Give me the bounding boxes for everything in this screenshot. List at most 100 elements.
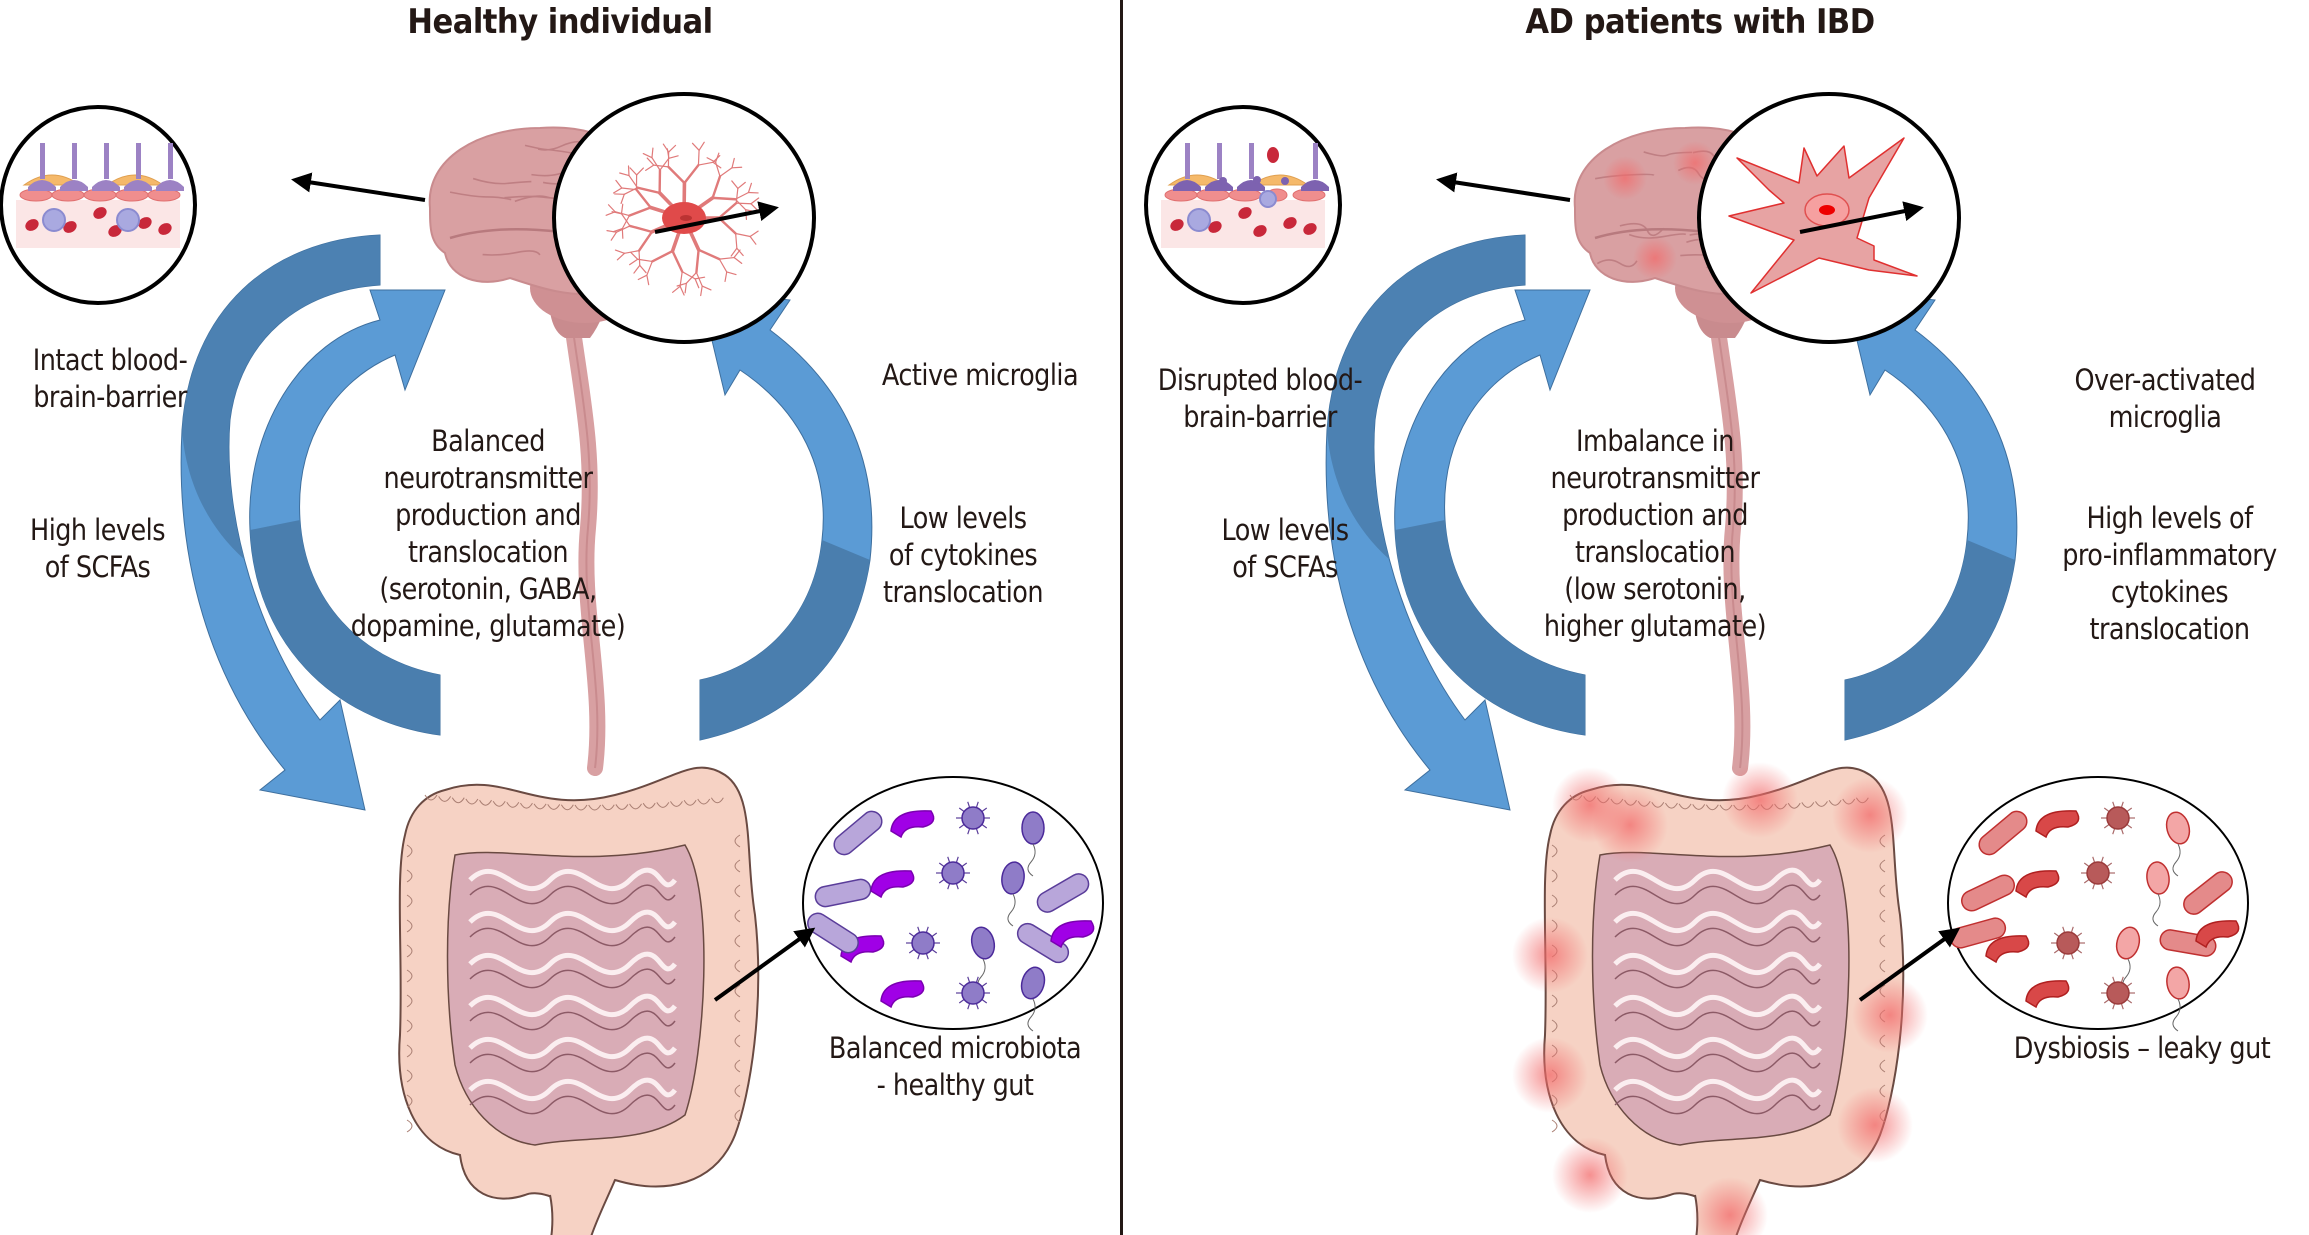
microglia-process: [691, 142, 700, 151]
label-neurotransmitter-healthy: Balanced neurotransmitter production and…: [350, 424, 626, 643]
oval-bacterium: [1001, 861, 1025, 895]
microglia-process: [636, 186, 661, 195]
intestinal-loop: [1614, 926, 1821, 947]
microglia-process: [642, 152, 653, 159]
haustra: [438, 796, 452, 802]
haustra: [710, 797, 724, 804]
rod-bacterium: [1036, 873, 1090, 913]
coccus-bacterium: [961, 981, 985, 1005]
haustra: [406, 1094, 413, 1108]
haustra: [406, 1044, 413, 1058]
microglia-process: [623, 250, 640, 254]
oval-bacterium: [2146, 861, 2170, 895]
microglia-process: [733, 249, 741, 259]
haustra: [1551, 1119, 1558, 1133]
haustra: [734, 1084, 741, 1098]
haustra: [734, 859, 741, 873]
flagellum: [1007, 893, 1016, 927]
rod-bacterium: [833, 810, 883, 856]
intestinal-loop: [1614, 1094, 1821, 1115]
rod-bacterium: [1960, 874, 2016, 912]
microglia-process: [694, 276, 706, 280]
coccus-bacterium: [911, 931, 935, 955]
red-blood-cell: [1238, 207, 1252, 219]
coccus-bacterium: [941, 861, 965, 885]
inflammation-spot: [1512, 1037, 1588, 1113]
red-blood-cell: [1253, 225, 1267, 237]
white-blood-cell: [116, 208, 140, 232]
astrocyte-endfoot: [124, 180, 152, 191]
microglia-process: [734, 191, 750, 200]
microglia-process: [685, 271, 698, 284]
red-blood-cell: [63, 221, 77, 233]
brain-gyrus: [1596, 259, 1638, 268]
oval-bacterium: [2115, 926, 2141, 960]
microglia-process: [749, 230, 759, 238]
haustra: [479, 799, 492, 806]
brain-gyrus: [1628, 233, 1687, 239]
astrocyte-endfoot: [60, 180, 88, 191]
astrocyte-process: [136, 143, 141, 179]
microglia-process: [718, 258, 728, 273]
inflamed-intestine-icon: [1512, 762, 1928, 1235]
microglia-process: [701, 285, 712, 291]
haustra: [492, 801, 506, 807]
microglia-process: [697, 161, 714, 166]
microglia-process: [735, 232, 751, 238]
microglia-process: [639, 264, 647, 274]
inflammation-spot: [1603, 156, 1647, 200]
vibrio-bacterium: [880, 980, 925, 1009]
arrow-neurotransmitter-shade: [1395, 520, 1585, 735]
coccus-bacterium: [2056, 931, 2080, 955]
intestinal-loop-highlight: [468, 909, 677, 934]
intestinal-loop: [1614, 1052, 1821, 1073]
red-blood-cell: [108, 225, 122, 237]
vibrio-bacterium: [2025, 980, 2070, 1009]
microglia-process: [628, 206, 652, 217]
microglia-process: [620, 193, 625, 204]
microglia-process: [619, 172, 630, 177]
microglia-process: [615, 179, 623, 189]
haustra: [533, 803, 547, 810]
microglia-process: [629, 167, 638, 176]
small-intestine: [1591, 844, 1850, 1146]
haustra: [406, 1069, 413, 1083]
label-scfa-healthy: High levels of SCFAs: [30, 513, 165, 584]
astrocyte-process: [1185, 143, 1190, 179]
coccus-bacterium: [2106, 806, 2130, 830]
haustra: [1879, 934, 1886, 948]
microglia-process: [734, 198, 747, 211]
microglia-nucleus: [1819, 205, 1835, 215]
intestine-icon: [398, 766, 760, 1235]
microglia-process: [614, 249, 626, 254]
haustra: [1678, 803, 1692, 810]
haustra: [1879, 1059, 1886, 1073]
haustra: [734, 1109, 741, 1123]
haustra: [642, 802, 656, 809]
microglia-process: [662, 143, 670, 153]
microglia-process: [612, 228, 623, 233]
intestinal-loop-highlight: [1613, 951, 1822, 976]
pointer-arrow-brain-to-bbb: [1436, 172, 1571, 202]
inflammation-spot: [1552, 1137, 1628, 1213]
pointer-arrow-gut-to-microbiota: [1858, 927, 1961, 1002]
microglia-process: [628, 174, 639, 189]
haustra: [1879, 909, 1886, 923]
coccus-bacterium: [2086, 861, 2110, 885]
inflammation-spot: [1722, 762, 1798, 838]
microglia-process: [620, 203, 624, 215]
microglia-process: [698, 141, 705, 151]
microglia-process: [629, 258, 639, 266]
panel-title-ad-ibd: AD patients with IBD: [1525, 2, 1875, 42]
brain-gyrus: [482, 250, 541, 256]
microglia-process: [750, 197, 760, 205]
label-microglia-ad-ibd: Over-activated microglia: [2074, 363, 2256, 434]
microglia-process: [646, 274, 650, 286]
vibrio-bacterium: [2015, 870, 2060, 899]
intestinal-loop-highlight: [1613, 909, 1822, 934]
microglia-process: [681, 271, 696, 280]
microglia-process: [731, 157, 735, 169]
microglia-process: [636, 167, 644, 176]
microglia-process: [718, 256, 735, 260]
microglia-process: [645, 164, 655, 171]
